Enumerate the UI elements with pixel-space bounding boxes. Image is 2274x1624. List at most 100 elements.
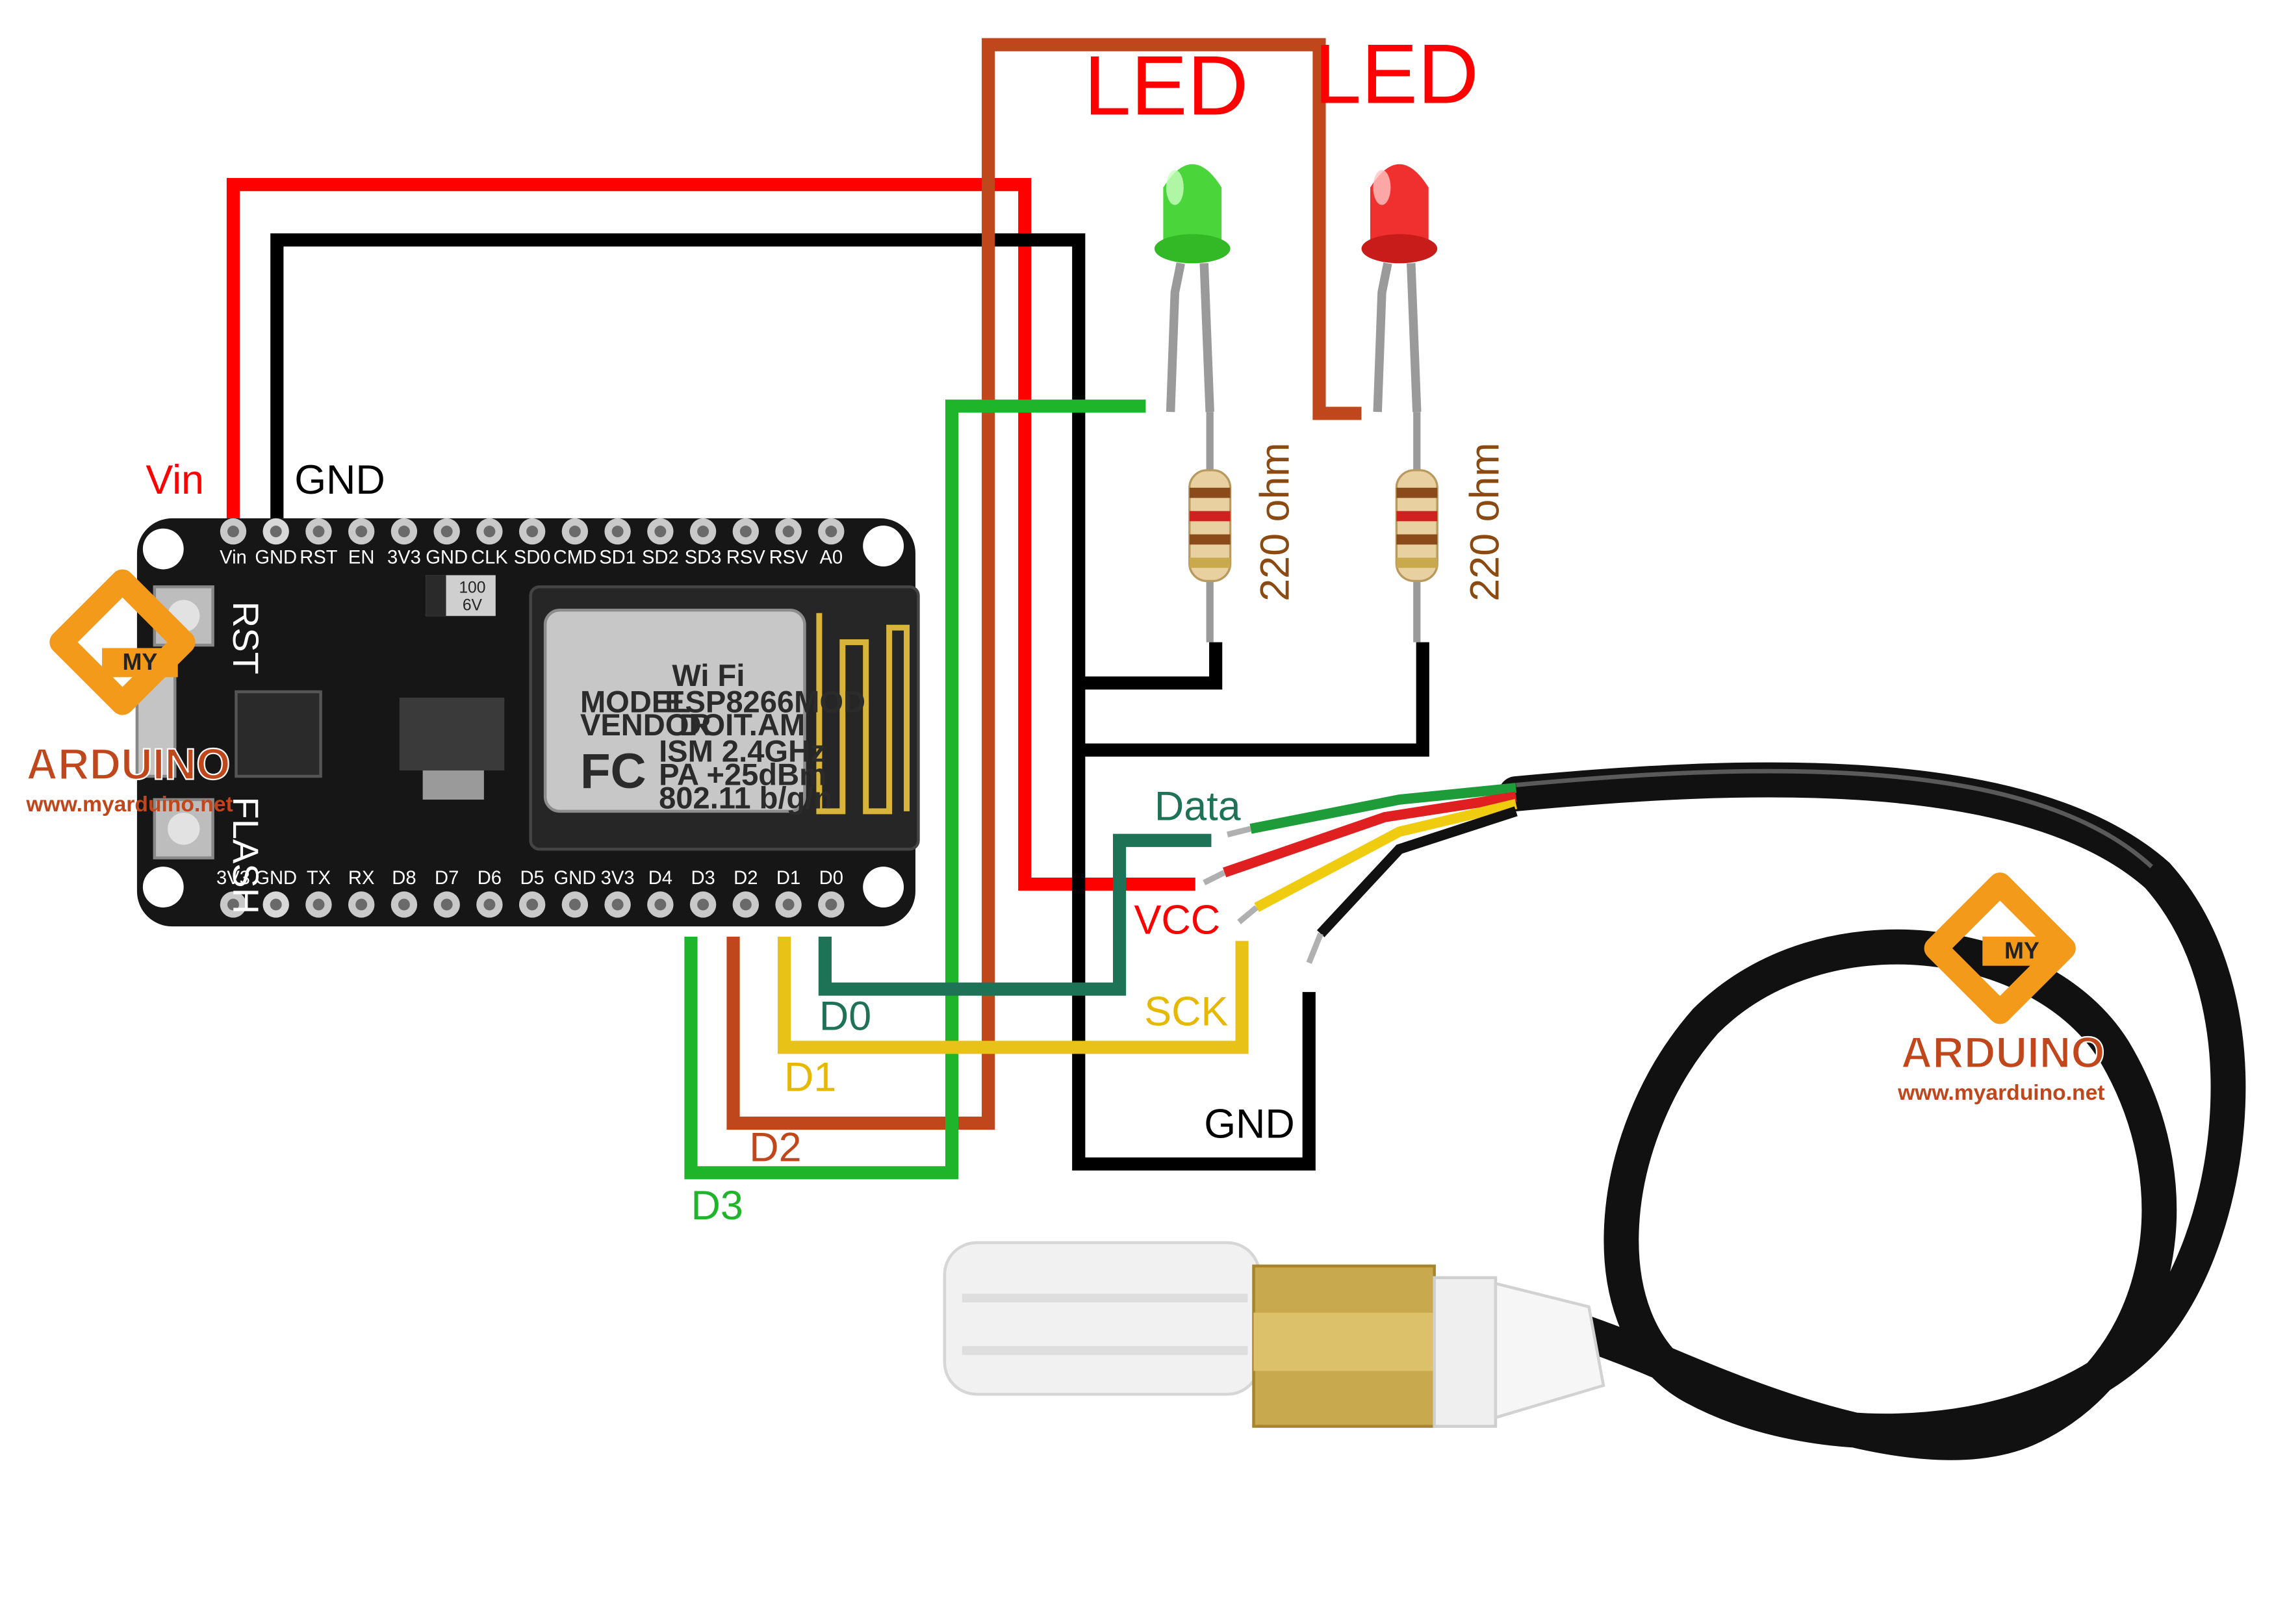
gnd-branch-led2: [1079, 642, 1429, 757]
top-pin-label: SD2: [642, 547, 679, 568]
top-pin-label: CLK: [471, 547, 508, 568]
bottom-pin-hole: [825, 898, 837, 911]
module-fc-mark: FC: [580, 744, 646, 799]
top-pin-label: GND: [426, 547, 468, 568]
bottom-pin-hole: [270, 898, 282, 911]
top-pin-hole: [526, 526, 539, 538]
top-pin-hole: [697, 526, 709, 538]
wires: [226, 38, 1429, 1180]
label-d3: D3: [691, 1183, 743, 1228]
top-pin-hole: [483, 526, 496, 538]
gnd-branch-led1: [1079, 642, 1223, 690]
top-pin-hole: [270, 526, 282, 538]
top-pin-hole: [441, 526, 453, 538]
bottom-pin-hole: [568, 898, 581, 911]
logo-right-name: ARDUINO: [1901, 1029, 2105, 1078]
top-pin-hole: [654, 526, 667, 538]
bottom-pin-hole: [782, 898, 795, 911]
top-pin-label: SD1: [599, 547, 636, 568]
top-pin-hole: [782, 526, 795, 538]
bottom-pin-label: D7: [435, 868, 459, 889]
top-pin-label: 3V3: [387, 547, 421, 568]
bottom-pin-hole: [611, 898, 624, 911]
bottom-pin-hole: [313, 898, 325, 911]
logo-left-name: ARDUINO: [26, 741, 230, 789]
probe-gland: [1433, 1276, 1498, 1428]
flash-button-label: FLASH: [225, 796, 266, 914]
logo-right: MY ARDUINO www.myarduino.net: [1897, 872, 2106, 1105]
logo-left-mark: [49, 569, 196, 715]
lead-tip-yellow: [1237, 905, 1258, 924]
bottom-pin-label: GND: [255, 868, 297, 889]
logo-left-url: www.myarduino.net: [25, 793, 233, 817]
d3-wire: [684, 400, 1146, 1180]
lead-yellow: [1254, 799, 1518, 912]
bottom-pin-label: D3: [691, 868, 715, 889]
resistor-1-label: 220 ohm: [1252, 442, 1297, 601]
top-pin-label: A0: [819, 547, 843, 568]
label-gnd-top: GND: [294, 457, 385, 503]
top-pin-hole: [568, 526, 581, 538]
label-d2: D2: [749, 1124, 801, 1170]
lead-black: [1316, 806, 1518, 937]
sensor-probe: [943, 1241, 1605, 1428]
usb-serial-chip: [235, 690, 322, 778]
bottom-pin-hole: [697, 898, 709, 911]
top-pin-label: RSV: [769, 547, 809, 568]
lead-tip-red: [1203, 870, 1226, 885]
cap-marking-1: 100: [459, 579, 485, 596]
module-wifi: Wi Fi: [672, 658, 745, 692]
top-pin-hole: [355, 526, 368, 538]
cap-marking-2: 6V: [463, 596, 483, 614]
esp-shield: [543, 609, 806, 813]
label-data: Data: [1155, 783, 1241, 829]
module-doit: DOIT.AM: [680, 707, 806, 742]
module-esp: ESP8266MOD: [665, 684, 865, 718]
resistor-2: 220 ohm: [1395, 412, 1507, 642]
d1-sck-wire: [777, 936, 1249, 1054]
bottom-pin-hole: [739, 898, 752, 911]
module-ism: ISM 2.4GHz: [659, 734, 826, 768]
esp-antenna: [816, 613, 910, 815]
label-vin: Vin: [146, 457, 204, 503]
top-pin-label: CMD: [554, 547, 596, 568]
top-pin-label: RST: [300, 547, 338, 568]
logo-right-mark: [1924, 872, 2076, 1024]
resistor-1: 220 ohm: [1188, 412, 1297, 642]
rst-button-label: RST: [225, 602, 266, 674]
module-model: MODEL: [580, 684, 691, 718]
label-gnd-sensor: GND: [1204, 1101, 1295, 1147]
bottom-pin-hole: [355, 898, 368, 911]
top-pin-hole: [398, 526, 410, 538]
bottom-pin-label: D1: [776, 868, 800, 889]
lead-tip-black: [1306, 932, 1323, 964]
led-red: LED: [1314, 26, 1479, 412]
bottom-pin-hole: [398, 898, 410, 911]
led-red-label: LED: [1314, 26, 1479, 121]
probe-gland-cap: [1494, 1281, 1605, 1420]
label-d0: D0: [819, 993, 871, 1039]
lead-green: [1249, 783, 1517, 834]
top-pin-hole: [313, 526, 325, 538]
top-pin-hole: [825, 526, 837, 538]
resistor-2-label: 220 ohm: [1462, 442, 1507, 601]
top-pin-label: SD0: [514, 547, 551, 568]
logo-right-badge: MY: [2004, 937, 2039, 963]
bottom-pin-label: D4: [648, 868, 672, 889]
cable-jacket: [1498, 762, 2246, 1460]
label-d1: D1: [784, 1055, 836, 1100]
led-green: LED: [1084, 38, 1248, 412]
top-pin-label: Vin: [220, 547, 247, 568]
logo-left: MY ARDUINO www.myarduino.net: [25, 569, 233, 817]
cable-highlight: [1516, 768, 2153, 869]
bottom-pin-label: RX: [348, 868, 375, 889]
top-pin-hole: [227, 526, 239, 538]
lead-tip-green: [1227, 826, 1252, 838]
lead-red: [1223, 791, 1517, 878]
top-pin-label: RSV: [726, 547, 766, 568]
bottom-pin-hole: [227, 898, 239, 911]
